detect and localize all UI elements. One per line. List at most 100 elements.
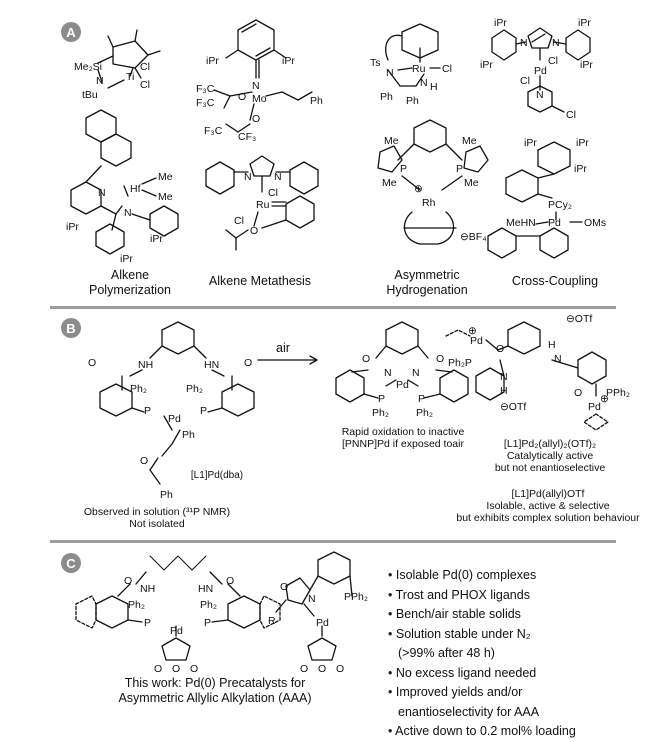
feature-list: Isolable Pd(0) complexes Trost and PHOX …	[388, 566, 576, 742]
caption-line: but not enantioselective	[494, 462, 606, 474]
atom-label: CF₃	[238, 131, 256, 143]
atom-label: OMs	[584, 217, 606, 229]
atom-label: N	[536, 89, 544, 101]
atom-label: P	[200, 405, 207, 417]
caption-line: Catalytically active	[506, 450, 594, 462]
caption-line: Rapid oxidation to inactive	[341, 426, 465, 438]
structures-canvas: Me₂Si N tBu Ti Cl Cl iPr iPr N Mo O O F₃…	[66, 17, 630, 675]
compound-label-l1-pd-dba: [L1]Pd(dba)	[190, 470, 244, 481]
atom-label: N	[554, 353, 562, 365]
atom-label: Me	[464, 177, 479, 189]
atom-label: ⊖OTf	[566, 313, 592, 325]
atom-label: tBu	[82, 89, 98, 101]
atom-label: Me	[384, 135, 399, 147]
feature-item: No excess ligand needed	[388, 664, 576, 684]
atom-label: Ru	[256, 199, 270, 211]
caption-line: Asymmetric Allylic Alkylation (AAA)	[118, 691, 312, 705]
atom-label: Ph	[380, 91, 393, 103]
atom-label: Ph	[406, 95, 419, 107]
atom-label: Me₂Si	[74, 61, 102, 73]
arrow-label-air: air	[276, 341, 290, 355]
caption-line: Alkene Metathesis	[208, 274, 312, 288]
atom-label: N	[98, 187, 106, 199]
structure-xphos	[487, 141, 583, 259]
caption-monomer-complex: [L1]Pd(allyl)OTf Isolable, active & sele…	[430, 488, 666, 524]
atom-label: O	[574, 387, 582, 399]
atom-label: Ph	[160, 489, 173, 501]
atom-label: N	[252, 80, 260, 92]
atom-label: ⊕	[468, 325, 477, 337]
atom-label: N	[500, 371, 508, 383]
atom-label: Cl	[140, 61, 150, 73]
reaction-arrow-head	[309, 355, 318, 365]
atom-label: Ph₂	[372, 407, 389, 419]
atom-label: O	[244, 357, 252, 369]
atom-label: Ru	[412, 63, 426, 75]
atom-label: Ph₂	[416, 407, 433, 419]
divider-a-b	[50, 306, 616, 309]
atom-label: O	[280, 581, 288, 593]
atom-label: Cl	[566, 109, 576, 121]
atom-label: H	[500, 385, 508, 397]
atom-label: H	[430, 81, 438, 93]
atom-label: P	[204, 617, 211, 629]
atom-label: Cl	[520, 75, 530, 87]
atom-label: Ph	[310, 95, 323, 107]
feature-item: Solution stable under N₂	[388, 625, 576, 645]
caption-this-work: This work: Pd(0) Precatalysts for Asymme…	[90, 676, 340, 706]
atom-label: F₃C	[196, 83, 215, 95]
atom-label: O	[336, 663, 344, 675]
atom-label: O	[496, 343, 504, 355]
caption-dimer-complex: [L1]Pd₂(allyl)₂(OTf)₂ Catalytically acti…	[440, 438, 660, 474]
atom-label: Cl	[442, 63, 452, 75]
caption-line: Not isolated	[129, 518, 185, 530]
caption-line: but exhibits complex solution behaviour	[456, 512, 640, 524]
atom-label: Pd	[548, 217, 561, 229]
feature-item: Isolable Pd(0) complexes	[388, 566, 576, 586]
caption-alkene-polymerization: Alkene Polymerization	[75, 268, 185, 298]
atom-label: NH	[138, 359, 153, 371]
atom-label: O	[172, 663, 180, 675]
atom-label: P	[144, 617, 151, 629]
atom-label: iPr	[578, 17, 591, 29]
atom-label: O	[436, 353, 444, 365]
atom-label: O	[362, 353, 370, 365]
atom-label: PCy₂	[548, 199, 572, 211]
panel-badge-a: A	[61, 22, 81, 42]
structure-mo-schrock	[213, 19, 313, 133]
panel-badge-b: B	[61, 318, 81, 338]
atom-label: Pd	[168, 413, 181, 425]
atom-label: N	[244, 171, 252, 183]
atom-label: Ti	[126, 71, 134, 83]
structure-rh-duphos	[377, 119, 489, 245]
atom-label: Pd	[396, 379, 409, 391]
divider-b-c	[50, 540, 616, 543]
atom-label: Rh	[422, 197, 436, 209]
atom-label: Ph₂P	[448, 357, 472, 369]
structure-hf	[70, 109, 179, 255]
caption-line: Hydrogenation	[386, 283, 468, 297]
atom-label: Ph	[182, 429, 195, 441]
atom-label: Hf	[130, 183, 141, 195]
atom-label: O	[154, 663, 162, 675]
atom-label: P	[144, 405, 151, 417]
feature-item: Active down to 0.2 mol% loading	[388, 722, 576, 742]
atom-label: P	[400, 163, 407, 175]
caption-line: Isolable, active & selective	[486, 500, 610, 512]
atom-label: H	[548, 339, 556, 351]
atom-label: Cl	[140, 79, 150, 91]
atom-label: N	[552, 37, 560, 49]
atom-label: Ph₂	[186, 383, 203, 395]
atom-label: Ph₂	[130, 383, 147, 395]
structure-l1-pd-dba	[99, 321, 255, 485]
atom-label: O	[88, 357, 96, 369]
atom-label: Ph₂	[200, 599, 217, 611]
caption-cross-coupling: Cross-Coupling	[500, 274, 610, 289]
atom-label: Me	[158, 171, 173, 183]
caption-line: Polymerization	[89, 283, 171, 297]
compound-label-monomer: [L1]Pd(allyl)OTf	[511, 488, 585, 500]
atom-label: Pd	[316, 617, 329, 629]
feature-item-continued: enantioselectivity for AAA	[398, 704, 540, 719]
atom-label: N	[520, 37, 528, 49]
atom-label: ⊖BF₄	[460, 231, 487, 243]
